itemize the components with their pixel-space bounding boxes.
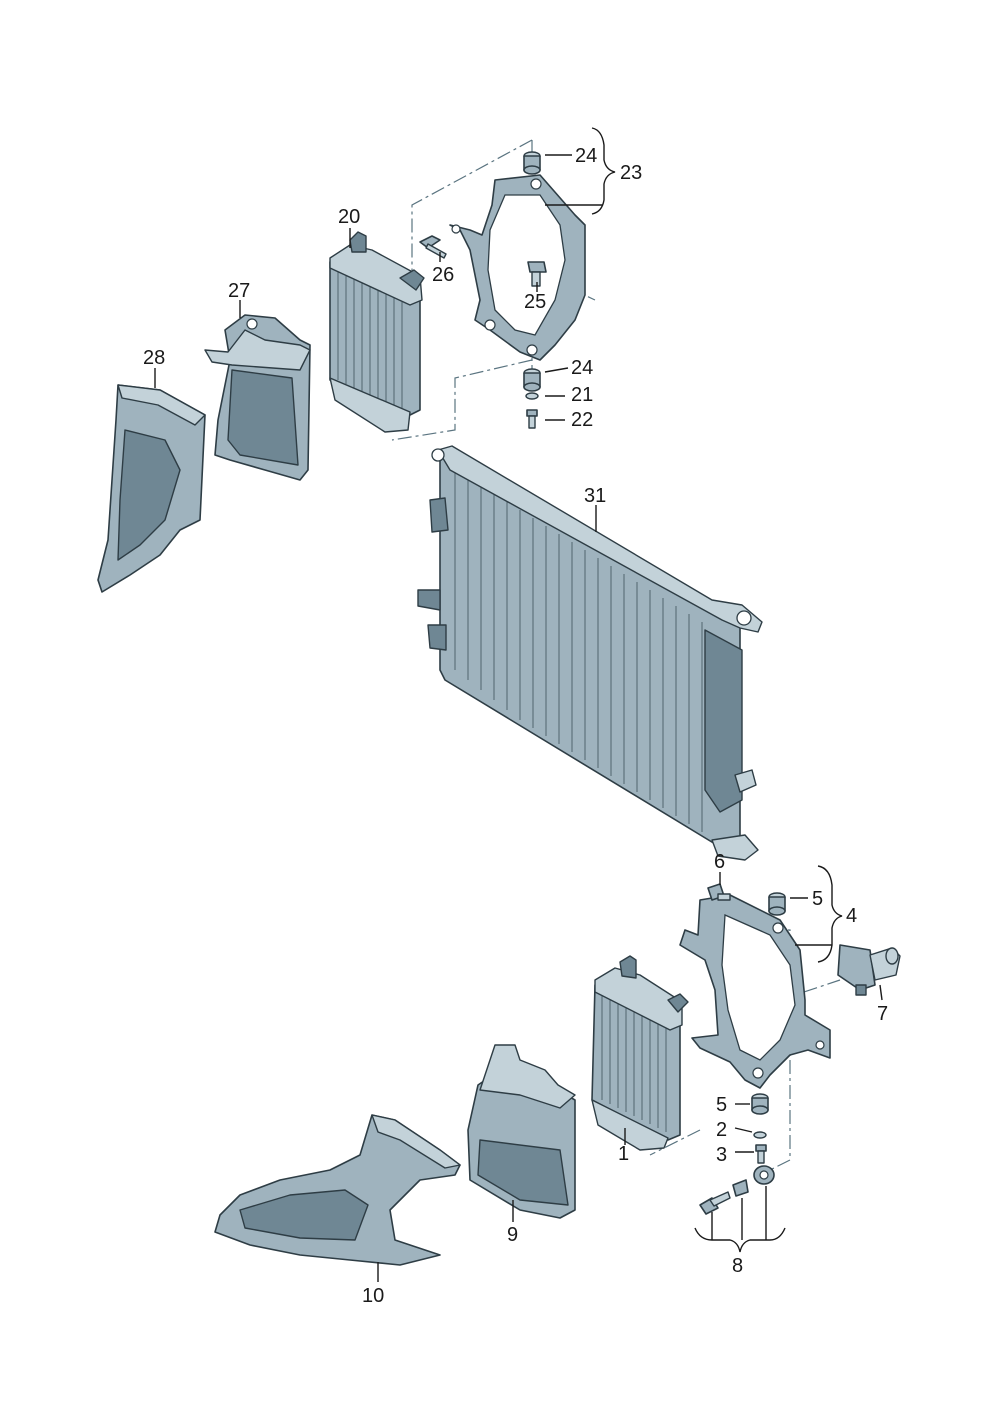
callout-22: 22 (571, 409, 593, 431)
washer-2 (753, 1131, 767, 1139)
callout-27: 27 (228, 280, 250, 302)
callout-21: 21 (571, 384, 593, 406)
callout-2: 2 (716, 1119, 727, 1141)
callout-20: 20 (338, 206, 360, 228)
callout-7: 7 (877, 1003, 888, 1025)
callout-24-top: 24 (575, 145, 597, 167)
air-guide-9 (467, 1044, 576, 1219)
callout-9: 9 (507, 1224, 518, 1246)
callout-labels: 24 23 20 26 27 25 28 24 21 22 31 6 5 4 7… (143, 145, 888, 1307)
bolt-22 (526, 409, 538, 429)
fastener-set-8 (699, 1165, 775, 1215)
callout-6: 6 (714, 851, 725, 873)
callout-5-top: 5 (812, 888, 823, 910)
bolt-25 (527, 261, 547, 287)
callout-8: 8 (732, 1255, 743, 1277)
bolt-6 (707, 883, 731, 901)
callout-24-bottom: 24 (571, 357, 593, 379)
callout-26: 26 (432, 264, 454, 286)
grommet-5-bottom (751, 1093, 769, 1115)
grommet-24-bottom (523, 368, 541, 392)
bracket-23 (449, 174, 586, 361)
callout-28: 28 (143, 347, 165, 369)
auxiliary-radiator-1 (591, 955, 689, 1151)
callout-4: 4 (846, 905, 857, 927)
bolt-3 (755, 1144, 767, 1164)
radiator-31 (417, 445, 763, 861)
callout-23: 23 (620, 162, 642, 184)
grommet-24-top (523, 151, 541, 175)
bolt-26 (419, 235, 447, 259)
grommet-5-top (768, 892, 786, 916)
lower-leaders (377, 865, 883, 1282)
callout-25: 25 (524, 291, 546, 313)
bracket-4 (679, 894, 831, 1089)
callout-3: 3 (716, 1144, 727, 1166)
auxiliary-radiator-20 (329, 231, 425, 433)
air-duct-28 (97, 384, 206, 593)
air-duct-10 (214, 1114, 461, 1266)
callout-1: 1 (618, 1143, 629, 1165)
upper-leaders (154, 127, 616, 532)
callout-10: 10 (362, 1285, 384, 1307)
callout-5-bottom: 5 (716, 1094, 727, 1116)
pump-7 (837, 944, 901, 996)
washer-21 (525, 392, 539, 400)
callout-31: 31 (584, 485, 606, 507)
air-guide-27 (204, 314, 311, 481)
